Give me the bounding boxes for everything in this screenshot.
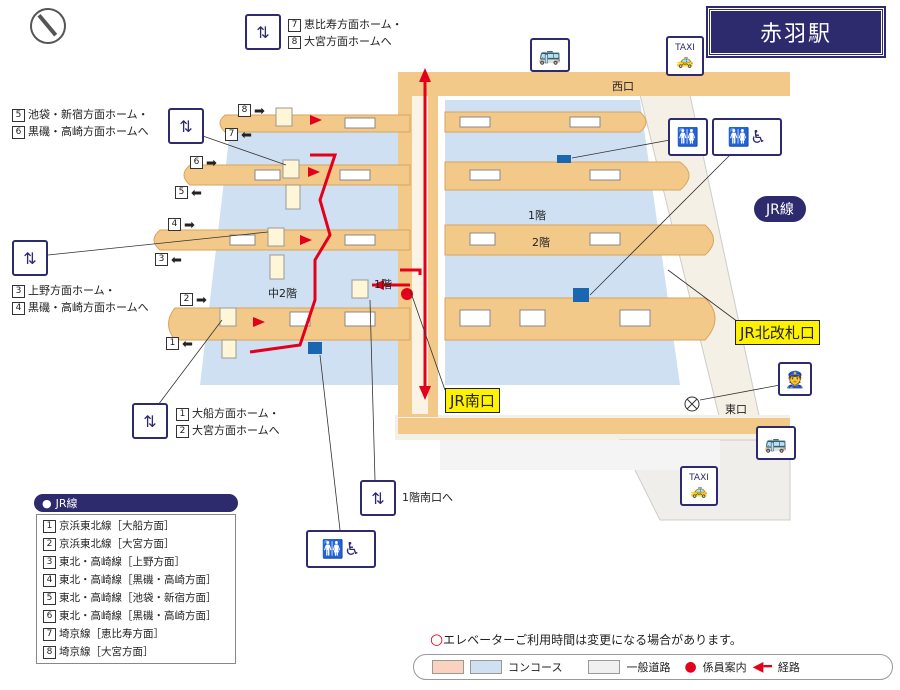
key-staff: 係員案内 — [702, 661, 747, 674]
taxi-icon: TAXI🚕 — [666, 36, 704, 76]
mezzanine-label: 中2階 — [268, 287, 297, 300]
elevator-icon: ⇅ — [132, 403, 168, 439]
platform-number-2: 2➡ — [180, 289, 207, 308]
platform-number-4: 4➡ — [168, 214, 195, 233]
west-exit-label: 西口 — [612, 80, 634, 93]
stairs — [229, 116, 651, 327]
map-key: コンコース 一般道路 ● 係員案内 ◀━ 経路 — [413, 654, 893, 680]
elevator-note: ○エレベーターご利用時間は変更になる場合があります。 — [430, 630, 742, 648]
staff-icon: 👮 — [778, 362, 812, 396]
legend-title: ● JR線 — [34, 494, 238, 512]
platform-number-8: 8➡ — [238, 100, 265, 119]
bus-icon: 🚌 — [530, 38, 570, 72]
key-route: 経路 — [777, 661, 800, 674]
elevator-icon: ⇅ — [12, 240, 48, 276]
floor-1-small-label: 1階 — [374, 278, 392, 291]
platform-number-6: 6➡ — [190, 152, 217, 171]
key-road: 一般道路 — [626, 661, 671, 674]
elevator-cubes — [219, 107, 369, 359]
key-concourse: コンコース — [508, 661, 563, 674]
elevator-icon: ⇅ — [245, 14, 281, 50]
right-platforms — [444, 111, 716, 341]
station-title: 赤羽駅 — [706, 6, 886, 58]
platform-number-5: 5⬅ — [175, 182, 202, 201]
bus-icon: 🚌 — [756, 426, 796, 460]
accessible-toilet-icon: 🚻♿ — [712, 118, 782, 156]
accessible-toilet-icon: 🚻♿ — [306, 530, 376, 568]
jr-south-gate-tag: JR南口 — [445, 388, 500, 413]
west-exit-bar — [412, 72, 790, 96]
walkway-south-stair — [440, 440, 720, 470]
floor-1-label: 1階 — [528, 209, 546, 222]
floor-2-label: 2階 — [532, 236, 550, 249]
platform-number-3: 3⬅ — [155, 249, 182, 268]
route-arrows — [253, 115, 384, 327]
jr-north-gate-tag: JR北改札口 — [735, 320, 820, 345]
taxi-icon: TAXI🚕 — [680, 466, 718, 506]
toilet-icon: 🚻 — [668, 118, 708, 156]
elevator-icon: ⇅ — [360, 480, 396, 516]
elevator-icon: ⇅ — [168, 108, 204, 144]
platform-number-1: 1⬅ — [166, 333, 193, 352]
platform-number-7: 7⬅ — [225, 124, 252, 143]
elevator-label-south: 1階南口へ — [402, 491, 453, 504]
jr-line-badge: JR線 — [754, 196, 806, 222]
east-exit-bar — [398, 418, 790, 434]
east-exit-label: 東口 — [725, 403, 747, 416]
